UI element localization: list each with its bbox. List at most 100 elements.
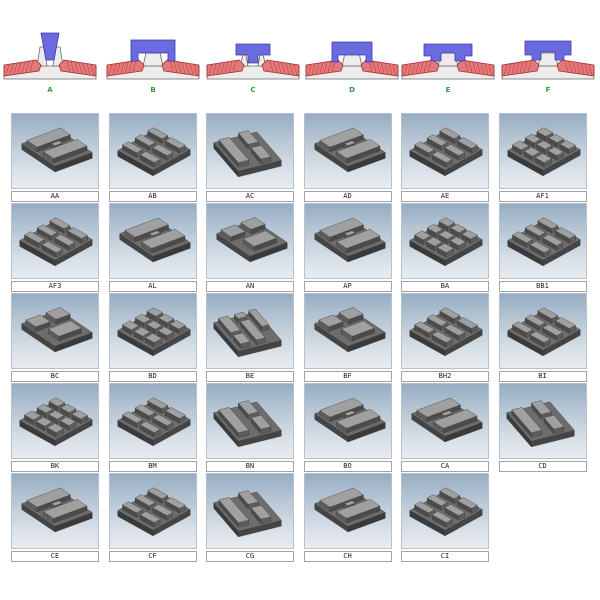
pattern-code-label: AF3 (11, 281, 99, 292)
pad-hatch-line (220, 62, 225, 74)
tread-lug-top (146, 307, 163, 317)
tread-lug-top (536, 140, 552, 150)
pad-hatch-line (464, 61, 469, 72)
tread-pattern-tile: BB1 (498, 203, 587, 292)
tread-lug-top (547, 134, 564, 143)
tread-render (507, 307, 580, 357)
tread-lug-top (240, 319, 266, 341)
tread-pattern-tile: CE (11, 473, 99, 562)
tread-pattern-tile: BM (108, 383, 197, 472)
tread-lug-top (157, 314, 174, 323)
tread-pattern-image (11, 293, 99, 369)
pattern-code-label: AC (206, 191, 294, 202)
tread-pattern-tile: CF (108, 473, 197, 562)
tread-lug-top (146, 320, 162, 330)
tread-lug-top (26, 487, 71, 508)
tread-lug-top (431, 511, 453, 523)
tread-lug-top (554, 227, 576, 239)
tread-pattern-image (498, 383, 587, 459)
tread-pattern-image (206, 203, 294, 279)
pattern-code-label: AE (401, 191, 489, 202)
pattern-code-label: CD (498, 461, 587, 472)
tread-lug-top (444, 504, 465, 516)
pattern-code-label: BF (303, 371, 392, 382)
tread-pattern-image (401, 473, 489, 549)
profile-label: F (545, 86, 551, 94)
tread-pattern-tile: BC (11, 293, 99, 382)
pad-hatch-line (488, 64, 493, 76)
tread-render (19, 217, 93, 267)
pad-hatch-line (315, 63, 320, 75)
pad-hatch-line (169, 61, 174, 72)
tread-lug-top (511, 407, 542, 433)
pad-hatch-line (427, 61, 432, 72)
pad-hatch-line (527, 61, 532, 72)
pad-hatch-line (564, 61, 569, 72)
cross-section-diagram (206, 43, 300, 80)
tread-lug-top (524, 134, 541, 144)
tread-lug-top (152, 414, 173, 426)
tread-render (21, 487, 93, 533)
tread-lug-top (251, 415, 271, 430)
tread-lug-top (169, 320, 186, 330)
tread-pattern-image (108, 293, 197, 369)
tread-pattern-tile: BD (108, 293, 197, 382)
tread-pattern-image (303, 113, 392, 189)
tread-pattern-tile: CD (498, 383, 587, 472)
tread-lug-top (437, 243, 454, 253)
tread-pattern-tile: CI (401, 473, 489, 562)
tread-lug-top (220, 224, 246, 237)
tread-render (117, 307, 190, 357)
pad-hatch-line (21, 62, 26, 73)
tread-lug-top (438, 217, 455, 227)
tread-pattern-image (108, 113, 197, 189)
pad-hatch-line (307, 64, 312, 76)
tread-pattern-tile: BN (206, 383, 294, 472)
tread-lug-top (48, 397, 65, 407)
tread-pattern-image (498, 293, 587, 369)
tread-lug-top (343, 500, 356, 506)
pad-hatch-line (70, 61, 75, 73)
tread-lug-top (134, 404, 155, 416)
rubber-pad-left (206, 59, 245, 77)
profile-label: C (250, 86, 256, 94)
pad-hatch-line (368, 61, 373, 72)
tread-lug-top (48, 320, 82, 337)
tread-render (409, 487, 483, 537)
tread-lug-top (431, 151, 453, 163)
tread-lug-top (340, 320, 375, 337)
tread-lug-top (319, 217, 364, 238)
pad-hatch-line (273, 61, 278, 73)
pad-hatch-line (124, 62, 129, 73)
tread-lug-top (71, 410, 88, 420)
tread-lug-top (251, 145, 271, 160)
tread-lug-top (51, 500, 63, 506)
pattern-code-label: AN (206, 281, 294, 292)
pad-hatch-line (503, 64, 508, 76)
tread-lug-top (121, 501, 143, 513)
rubber-pad-right (556, 59, 595, 77)
pad-hatch-line (232, 61, 237, 72)
rubber-pad-left (501, 59, 540, 77)
pad-hatch-line (173, 61, 178, 73)
rubber-pad-right (456, 59, 495, 77)
tread-pattern-tile: BF (303, 293, 392, 382)
tread-pattern-image (206, 293, 294, 369)
rubber-pad-right (261, 59, 300, 77)
tread-lug-top (554, 317, 576, 329)
tread-lug-top (164, 407, 186, 419)
tread-lug-top (218, 407, 249, 433)
pad-hatch-line (480, 63, 485, 75)
tread-lug-top (248, 308, 270, 327)
tread-lug-top (414, 501, 435, 513)
tread-lug-top (318, 314, 343, 327)
pad-hatch-line (572, 62, 577, 73)
tread-lug-top (511, 321, 533, 333)
pattern-code-label: AB (108, 191, 197, 202)
tread-lug-top (67, 227, 88, 239)
tread-lug-top (524, 224, 545, 236)
tread-pattern-image (108, 473, 197, 549)
pad-hatch-line (193, 64, 198, 76)
pad-hatch-line (507, 64, 512, 75)
